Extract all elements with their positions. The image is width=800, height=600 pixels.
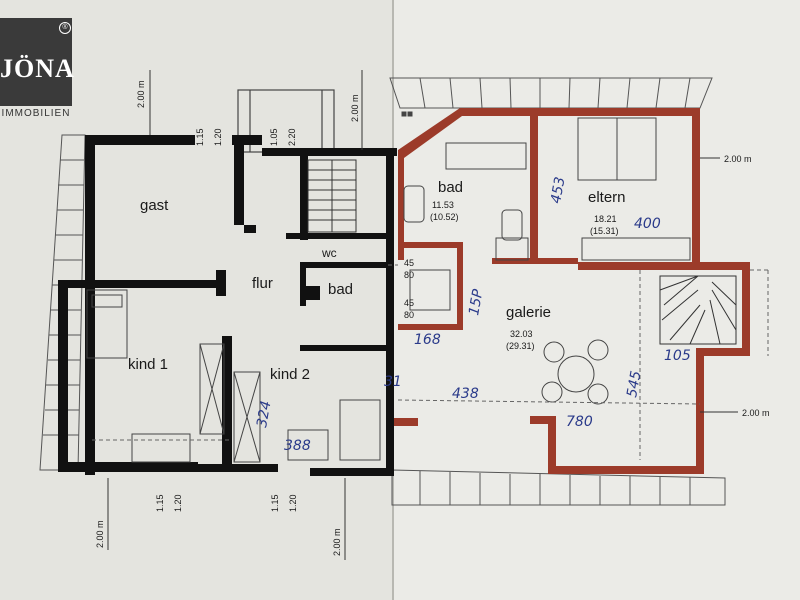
room-area-eltern: 18.21 xyxy=(594,214,617,224)
dim-win-gast-w: 1.15 xyxy=(195,128,205,146)
room-label-gast: gast xyxy=(140,197,169,214)
dim-door-bad-w: 45 xyxy=(404,298,414,308)
logo-name: JÖNA xyxy=(0,54,75,83)
paper-right xyxy=(392,0,800,600)
dim-win-gast-h: 1.20 xyxy=(213,128,223,146)
dim-door-wc-h: 80 xyxy=(404,270,414,280)
hand-438: 438 xyxy=(452,386,479,402)
dim-win-kind1-w: 1.15 xyxy=(155,494,165,512)
hand-400: 400 xyxy=(634,216,661,232)
hand-105: 105 xyxy=(664,348,691,364)
bathtub xyxy=(445,142,527,170)
dim-win-balcony-h: 2.20 xyxy=(287,128,297,146)
dim-height-left-bottom: 2.00 m xyxy=(95,520,105,548)
dim-win-kind2-h: 1.20 xyxy=(288,494,298,512)
room-label-kind1: kind 1 xyxy=(128,356,168,373)
room-label-flur: flur xyxy=(252,275,273,292)
logo-registered-mark: ® xyxy=(59,22,71,34)
hand-168: 168 xyxy=(414,332,441,348)
wardrobe-eltern xyxy=(581,237,691,261)
hand-545: 545 xyxy=(624,370,644,399)
hand-31: 31 xyxy=(384,374,402,390)
desk-kind1 xyxy=(131,433,191,463)
hand-453: 453 xyxy=(548,176,568,205)
dim-height-right-top: 2.00 m xyxy=(724,154,752,164)
hand-158: 15P xyxy=(466,288,486,317)
hand-324: 324 xyxy=(254,400,274,429)
room-label-wc: wc xyxy=(321,246,337,260)
hand-780: 780 xyxy=(566,414,593,430)
room-area-alt-bad-large: (10.52) xyxy=(430,212,459,222)
room-area-alt-galerie: (29.31) xyxy=(506,341,535,351)
shower xyxy=(495,237,529,261)
bed-kind1 xyxy=(86,289,128,359)
room-area-galerie: 32.03 xyxy=(510,329,533,339)
dim-height-right-bottom: 2.00 m xyxy=(742,408,770,418)
roof-hatch-right-bottom xyxy=(391,469,726,506)
desk-kind2 xyxy=(287,429,329,461)
sink xyxy=(403,185,425,223)
hand-388: 388 xyxy=(284,438,311,454)
wardrobe-kind1 xyxy=(199,343,225,435)
dim-win-kind2-w: 1.15 xyxy=(270,494,280,512)
dimension-ticks xyxy=(107,70,738,560)
stairs-right xyxy=(659,275,737,345)
room-label-bad-small: bad xyxy=(328,281,353,298)
furniture xyxy=(86,111,691,463)
dim-win-kind1-h: 1.20 xyxy=(173,494,183,512)
dim-height-left-top: 2.00 m xyxy=(136,80,146,108)
walls-right-floor xyxy=(394,108,750,474)
walls-left-floor xyxy=(58,135,397,476)
room-area-bad-large: 11.53 xyxy=(432,200,454,210)
wardrobe-kind2 xyxy=(233,371,261,463)
toilet xyxy=(501,209,523,241)
dim-door-bad-h: 80 xyxy=(404,310,414,320)
bed-kind2 xyxy=(339,399,381,461)
dim-height-mid-top: 2.00 m xyxy=(350,94,360,122)
dashed-lines xyxy=(92,264,769,460)
logo-tagline: IMMOBILIEN xyxy=(1,108,71,119)
room-label-kind2: kind 2 xyxy=(270,366,310,383)
dining-table xyxy=(557,355,595,393)
room-label-galerie: galerie xyxy=(506,304,551,321)
room-area-alt-eltern: (15.31) xyxy=(590,226,619,236)
dim-height-mid-bottom: 2.00 m xyxy=(332,528,342,556)
room-label-bad-large: bad xyxy=(438,179,463,196)
stairs-left xyxy=(307,159,357,233)
dim-win-balcony-w: 1.05 xyxy=(269,128,279,146)
room-label-eltern: eltern xyxy=(588,189,626,206)
dim-door-wc-w: 45 xyxy=(404,258,414,268)
vanity-galerie xyxy=(409,269,451,311)
logo-box xyxy=(0,18,72,106)
